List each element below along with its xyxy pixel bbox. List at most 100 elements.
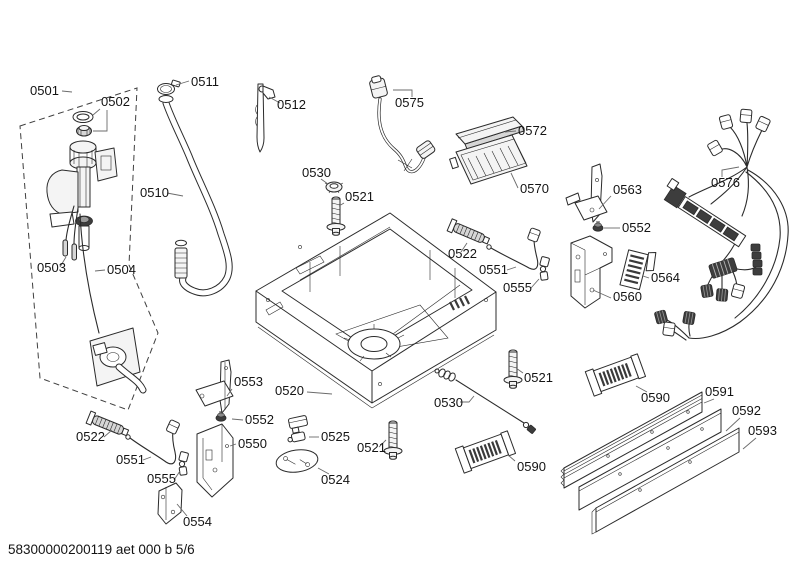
callout-0572: 0572 (504, 123, 547, 138)
callout-0522-left: 0522 (76, 429, 113, 444)
thermo-wire-drawing (434, 368, 536, 434)
inlet-hose-drawing (157, 79, 233, 297)
callout-0521-midleft: 0521 (357, 439, 387, 455)
part-number-label: 0564 (651, 270, 680, 285)
part-number-label: 0501 (30, 83, 59, 98)
seal-ring (76, 113, 90, 121)
callout-0504: 0504 (94, 262, 136, 277)
vent-grille-0590-left (454, 428, 517, 475)
callout-0592: 0592 (725, 403, 761, 432)
cable-harness-drawing (653, 108, 789, 341)
part-number-label: 0590 (641, 390, 670, 405)
panel-0592-drawing (578, 408, 722, 511)
part-number-label: 0551 (116, 452, 145, 467)
callout-0530-bottom: 0530 (434, 395, 475, 410)
callout-0551-right: 0551 (479, 262, 517, 277)
part-number-label: 0560 (613, 289, 642, 304)
part-number-label: 0552 (245, 412, 274, 427)
panel-0593-drawing (591, 427, 740, 535)
part-number-label: 0553 (234, 374, 263, 389)
part-number-label: 0521 (524, 370, 553, 385)
part-number-label: 0524 (321, 472, 350, 487)
hose-clamp-0511 (157, 83, 175, 95)
callout-0555-right: 0555 (503, 278, 540, 295)
screw-0521-top (326, 196, 346, 236)
part-number-label: 0521 (345, 189, 374, 204)
base-tray-drawing (255, 212, 497, 409)
part-number-label: 0591 (705, 384, 734, 399)
part-number-label: 0522 (448, 246, 477, 261)
callout-0553: 0553 (226, 374, 263, 397)
callout-0576: 0576 (711, 166, 740, 190)
sensor-wire-0551-left (125, 419, 180, 465)
part-number-label: 0521 (357, 440, 386, 455)
callout-0511: 0511 (175, 74, 219, 89)
bracket-0554-drawing (157, 482, 183, 525)
callout-0510: 0510 (140, 185, 184, 200)
panel-0591-drawing (560, 391, 703, 489)
part-number-label: 0555 (503, 280, 532, 295)
callout-0590-left: 0590 (507, 454, 546, 474)
screw-0521-midleft (383, 420, 403, 460)
part-number-label: 0554 (183, 514, 212, 529)
part-number-label: 0502 (101, 94, 130, 109)
indicator-blade-drawing (255, 83, 276, 153)
valve-wires-0503 (65, 205, 79, 245)
part-number-label: 0575 (395, 95, 424, 110)
part-number-label: 0522 (76, 429, 105, 444)
document-number: 58300000200119 aet 000 b 5/6 (8, 542, 195, 557)
callout-0563: 0563 (598, 182, 642, 210)
part-number-label: 0510 (140, 185, 169, 200)
callout-0520: 0520 (275, 383, 333, 398)
part-number-label: 0570 (520, 181, 549, 196)
part-number-label: 0525 (321, 429, 350, 444)
part-number-label: 0555 (147, 471, 176, 486)
callout-0522-right: 0522 (448, 242, 477, 261)
callout-0570: 0570 (510, 172, 549, 196)
callout-0560: 0560 (592, 289, 642, 304)
dashed-enclosure-0501 (19, 87, 159, 411)
part-number-label: 0504 (107, 262, 136, 277)
callout-0590-right: 0590 (635, 385, 670, 405)
terminal-block-0564-drawing (619, 249, 657, 291)
part-number-label: 0551 (479, 262, 508, 277)
callout-0564: 0564 (642, 270, 680, 285)
bracket-0550-drawing (196, 423, 234, 498)
callout-0524: 0524 (317, 467, 350, 487)
sensor-cable-drawing (369, 75, 436, 174)
part-number-label: 0576 (711, 175, 740, 190)
callout-0555-left: 0555 (147, 470, 181, 486)
callout-0501: 0501 (30, 83, 73, 98)
bracket-0560-drawing (570, 235, 613, 309)
aquastop-valve-assembly-drawing (46, 111, 118, 334)
callout-0554: 0554 (176, 503, 212, 529)
callout-0502: 0502 (92, 94, 130, 132)
fixing-clips-0525-drawing (287, 415, 308, 443)
callout-0593: 0593 (742, 423, 777, 450)
callout-0503: 0503 (37, 256, 67, 275)
part-number-label: 0550 (238, 436, 267, 451)
part-number-label: 0552 (622, 220, 651, 235)
callout-0550: 0550 (229, 436, 267, 451)
ribbed-tube-0522-right (446, 218, 492, 248)
hose-o-ring (175, 239, 187, 247)
callout-0512: 0512 (268, 96, 306, 112)
part-number-label: 0593 (748, 423, 777, 438)
clip-0555-left (178, 450, 190, 476)
clip-0555-right (539, 255, 551, 281)
callout-0552-right: 0552 (604, 220, 651, 235)
part-number-label: 0563 (613, 182, 642, 197)
part-number-label: 0511 (191, 74, 219, 89)
callout-0591: 0591 (703, 384, 734, 404)
part-number-label: 0592 (732, 403, 761, 418)
bracket-0553-drawing (195, 359, 234, 414)
part-number-label: 0520 (275, 383, 304, 398)
flow-unit-drawing (89, 327, 147, 394)
part-number-label: 0590 (517, 459, 546, 474)
grommet-0552-left (215, 411, 227, 422)
callout-0552-left: 0552 (231, 412, 274, 427)
vent-grille-0590-right (584, 351, 647, 398)
sensor-wire-0551-right (486, 227, 541, 270)
